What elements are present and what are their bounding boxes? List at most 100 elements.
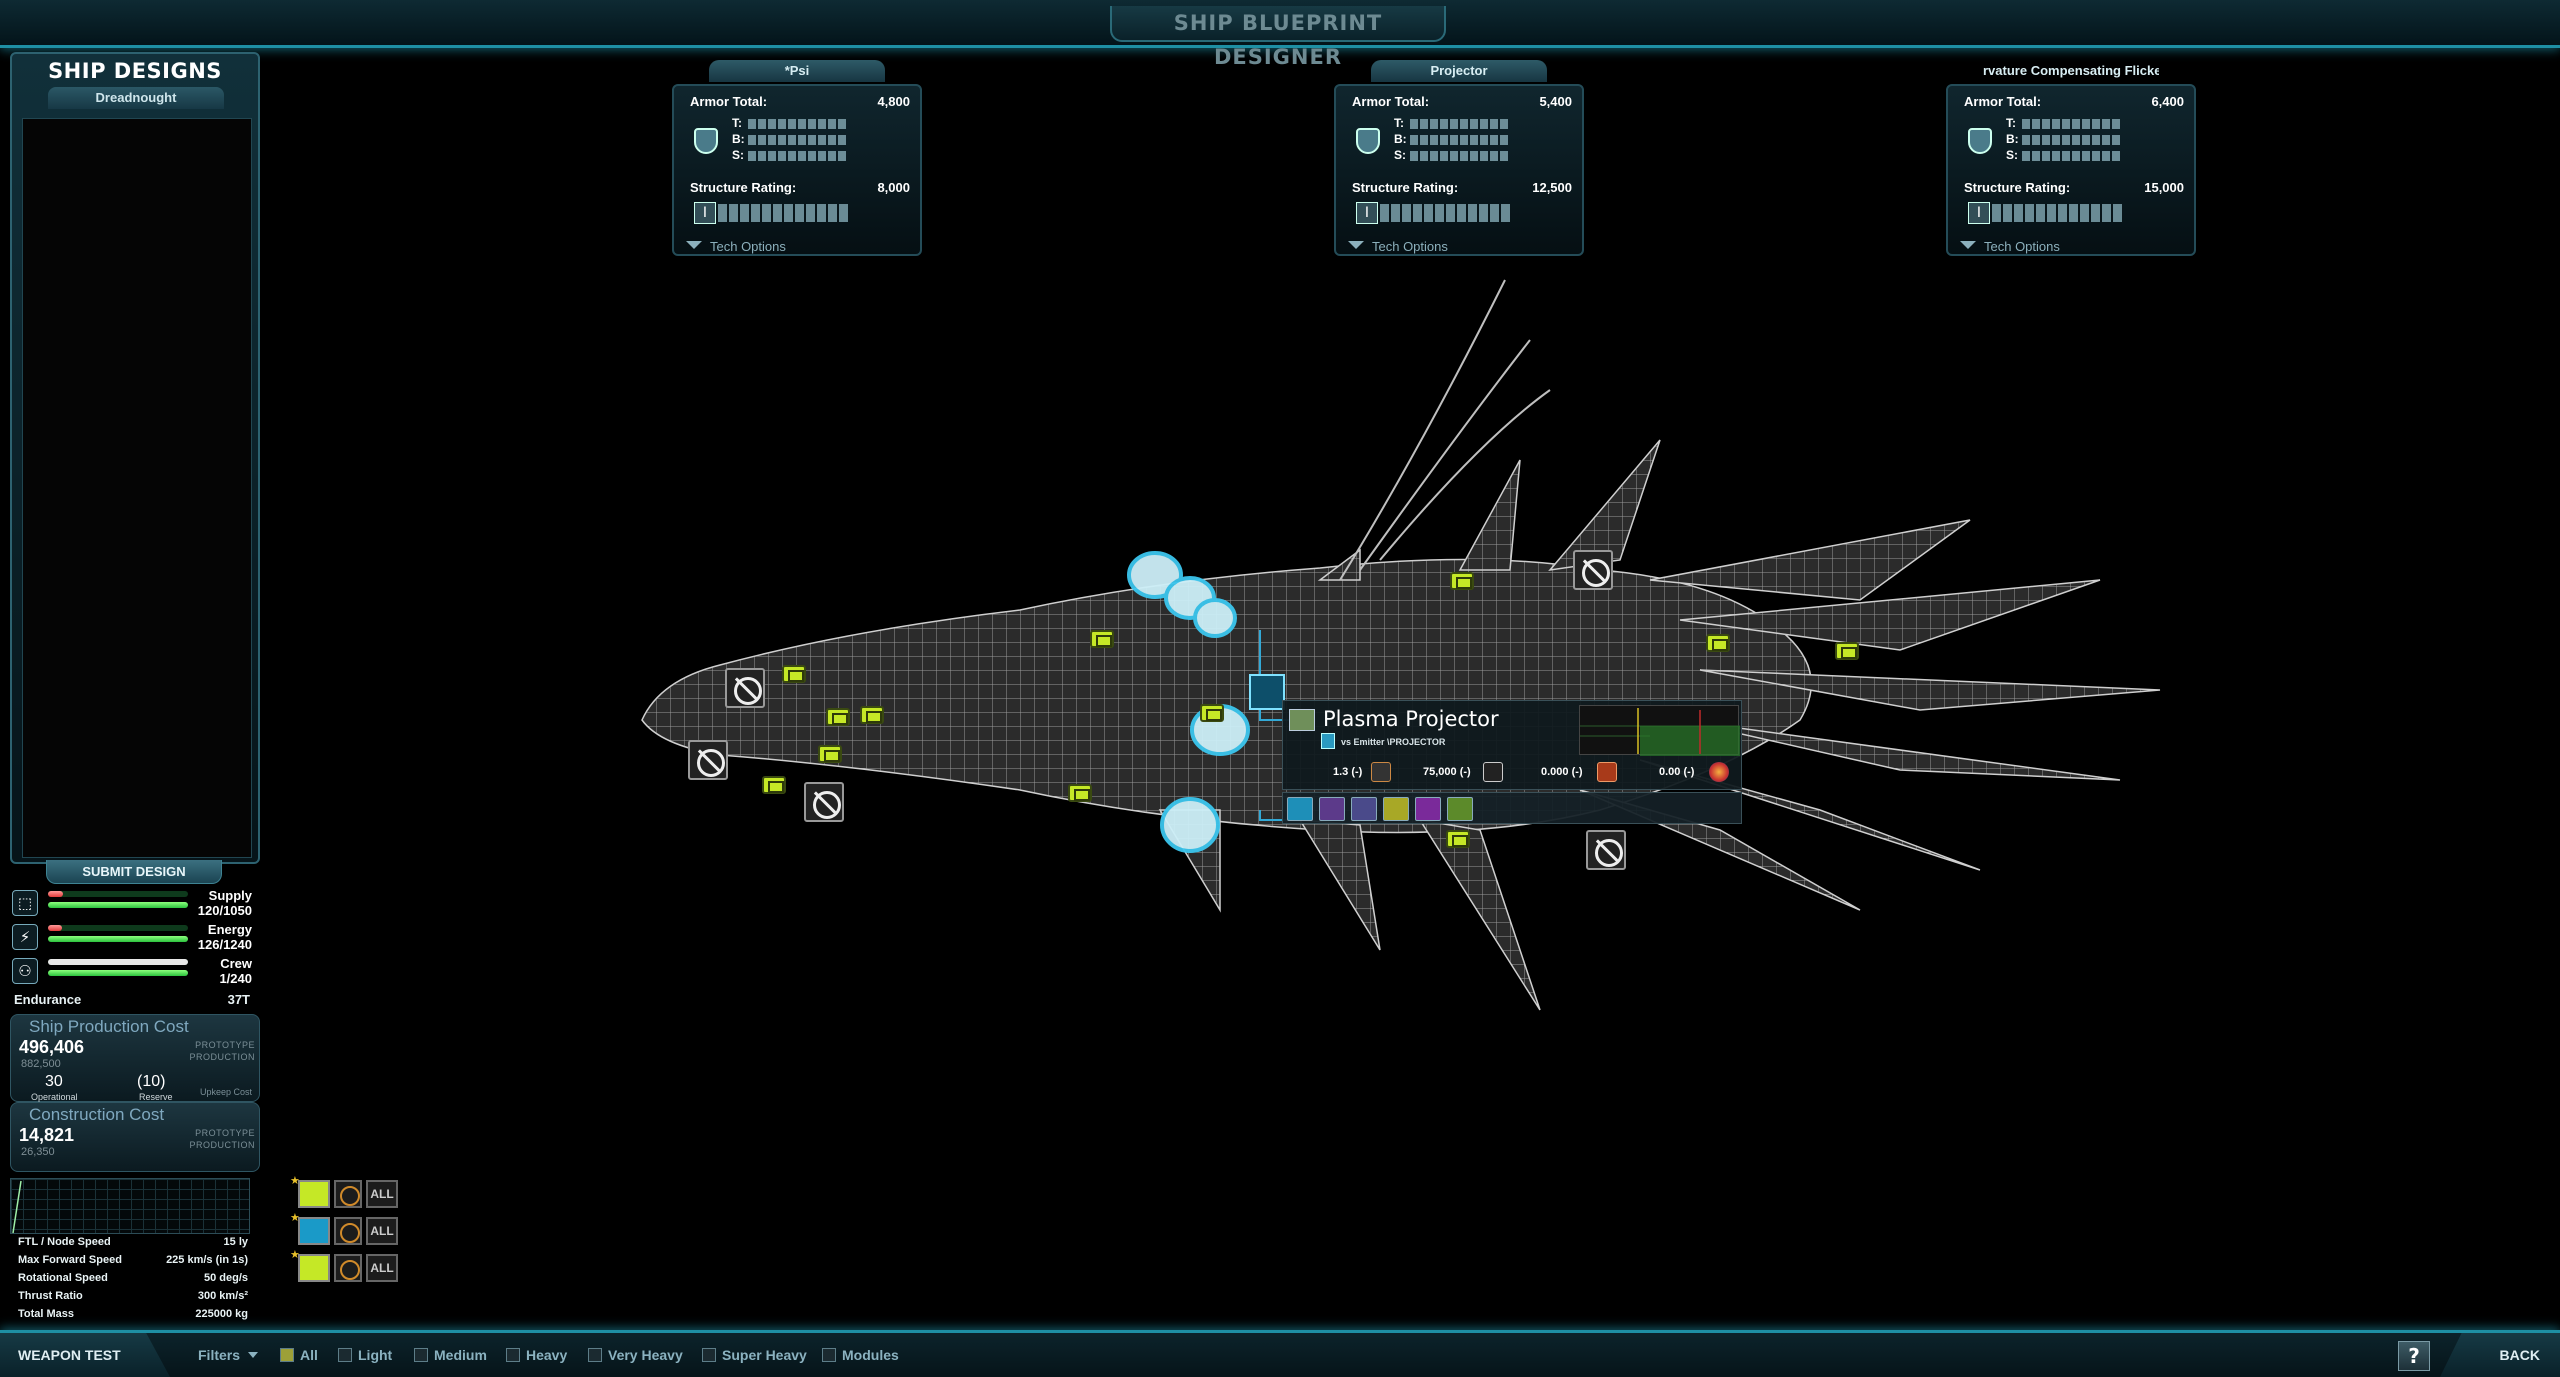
tech-options-label: Tech Options <box>1372 239 1448 254</box>
module-slot-icon[interactable] <box>1200 704 1224 722</box>
filter-very-heavy[interactable]: Very Heavy <box>588 1347 683 1363</box>
tech-options-label: Tech Options <box>710 239 786 254</box>
cannon-slot-icon[interactable] <box>1383 797 1409 821</box>
crew-capacity-bar <box>48 970 188 976</box>
module-slot-icon[interactable] <box>860 706 884 724</box>
filter-super-heavy[interactable]: Super Heavy <box>702 1347 807 1363</box>
target-circle-icon[interactable] <box>334 1180 362 1208</box>
module-slot-icon[interactable] <box>1835 642 1859 660</box>
module-slot-icon[interactable] <box>818 745 842 763</box>
module-slot-icon[interactable] <box>762 776 786 794</box>
chevron-down-icon <box>686 241 702 249</box>
filter-modules[interactable]: Modules <box>822 1347 899 1363</box>
weapon-group-slot[interactable] <box>298 1217 330 1245</box>
weapon-test-button[interactable]: WEAPON TEST <box>0 1333 170 1377</box>
checkbox-icon[interactable] <box>414 1348 428 1362</box>
back-button[interactable]: BACK <box>2440 1333 2560 1377</box>
module-slot-icon[interactable] <box>1450 572 1474 590</box>
filter-heavy[interactable]: Heavy <box>506 1347 567 1363</box>
target-circle-icon[interactable] <box>334 1254 362 1282</box>
armor-panel-projector: Projector Armor Total: 5,400 T: B: S: St… <box>1334 60 1584 256</box>
laser-slot-icon[interactable] <box>1415 797 1441 821</box>
checkbox-icon[interactable] <box>588 1348 602 1362</box>
structure-label: Structure Rating: <box>1352 180 1459 195</box>
weapon-group-slot[interactable] <box>298 1254 330 1282</box>
armor-box: Armor Total: 4,800 T: B: S: Structure Ra… <box>672 84 922 256</box>
armor-bottom-bar <box>748 135 848 145</box>
checkbox-icon[interactable] <box>702 1348 716 1362</box>
module-slot-icon[interactable] <box>1446 830 1470 848</box>
upkeep-label: Upkeep Cost <box>199 1087 252 1097</box>
ship-designs-list[interactable] <box>22 118 252 858</box>
target-circle-icon[interactable] <box>334 1217 362 1245</box>
filter-medium[interactable]: Medium <box>414 1347 487 1363</box>
blocked-slot-icon[interactable] <box>1573 550 1613 590</box>
reserve-label: Reserve <box>139 1092 173 1102</box>
hull-class-tab[interactable]: Dreadnought <box>48 87 224 109</box>
submit-design-button[interactable]: SUBMIT DESIGN <box>46 860 222 884</box>
missile-slot-icon[interactable] <box>1351 797 1377 821</box>
checkbox-icon[interactable] <box>506 1348 520 1362</box>
endurance-value: 37T <box>227 992 250 1007</box>
weapon-subtitle: vs Emitter \PROJECTOR <box>1341 737 1446 747</box>
ship-model[interactable] <box>600 250 2300 1070</box>
left-panel: SHIP DESIGNS Dreadnought SUBMIT DESIGN ⬚… <box>10 52 260 1320</box>
filter-label: All <box>300 1347 318 1363</box>
checkbox-icon[interactable] <box>338 1348 352 1362</box>
armor-top-label: T: <box>2006 116 2016 130</box>
module-slot-icon[interactable] <box>1447 797 1473 821</box>
blocked-slot-icon[interactable] <box>688 740 728 780</box>
star-icon: ★ <box>290 1248 300 1261</box>
operational-count: 30 <box>45 1073 63 1090</box>
armor-panel-psi: *Psi Armor Total: 4,800 T: B: S: Structu… <box>672 60 922 256</box>
armor-bottom-label: B: <box>1394 132 1407 146</box>
select-all-button[interactable]: ALL <box>366 1254 398 1282</box>
tooltip-header: Plasma Projector vs Emitter \PROJECTOR 1… <box>1282 700 1742 790</box>
tech-options-toggle[interactable]: Tech Options <box>1960 239 2060 254</box>
supply-usage-bar <box>48 891 188 897</box>
filters-label: Filters <box>198 1347 241 1363</box>
crew-value: 1/240 <box>219 971 252 986</box>
checkbox-icon[interactable] <box>280 1348 294 1362</box>
tech-options-toggle[interactable]: Tech Options <box>1348 239 1448 254</box>
checkbox-icon[interactable] <box>822 1348 836 1362</box>
endurance-row: Endurance 37T <box>14 992 254 1007</box>
module-slot-icon[interactable] <box>1090 630 1114 648</box>
module-slot-icon[interactable] <box>782 665 806 683</box>
armor-panel-flicker: rvature Compensating Flicker Wa Armor To… <box>1946 60 2196 256</box>
tech-options-toggle[interactable]: Tech Options <box>686 239 786 254</box>
blocked-slot-icon[interactable] <box>1586 830 1626 870</box>
supply-label: Supply <box>208 888 252 903</box>
weapon-group-3: ★ ALL <box>290 1248 402 1282</box>
armor-total-label: Armor Total: <box>690 94 768 109</box>
star-icon: ★ <box>290 1211 300 1224</box>
module-slot-icon[interactable] <box>826 708 850 726</box>
armor-bottom-bar <box>2022 135 2122 145</box>
stat-label: FTL / Node Speed <box>18 1236 111 1248</box>
module-slot-icon[interactable] <box>1068 784 1092 802</box>
filter-label: Light <box>358 1347 393 1363</box>
module-slot-icon[interactable] <box>1706 634 1730 652</box>
supply-capacity-bar <box>48 902 188 908</box>
stat-value: 50 deg/s <box>203 1272 248 1284</box>
energy-value: 126/1240 <box>197 937 252 952</box>
help-button[interactable]: ? <box>2398 1341 2430 1371</box>
blocked-slot-icon[interactable] <box>804 782 844 822</box>
filters-dropdown[interactable]: Filters <box>198 1347 259 1363</box>
weapon-group-slot[interactable] <box>298 1180 330 1208</box>
armor-box: Armor Total: 5,400 T: B: S: Structure Ra… <box>1334 84 1584 256</box>
beam-slot-icon[interactable] <box>1319 797 1345 821</box>
construction-proto-label: PROTOTYPE PRODUCTION <box>190 1127 256 1151</box>
filter-light[interactable]: Light <box>338 1347 392 1363</box>
select-all-button[interactable]: ALL <box>366 1217 398 1245</box>
energy-cost-icon <box>1597 762 1617 782</box>
select-all-button[interactable]: ALL <box>366 1180 398 1208</box>
armor-panel-title: rvature Compensating Flicker Wa <box>1983 63 2159 78</box>
filter-all[interactable]: All <box>280 1347 318 1363</box>
plasma-slot-icon[interactable] <box>1287 797 1313 821</box>
blocked-slot-icon[interactable] <box>725 668 765 708</box>
weapon-group-2: ★ ALL <box>290 1211 402 1245</box>
chevron-down-icon <box>248 1352 259 1358</box>
